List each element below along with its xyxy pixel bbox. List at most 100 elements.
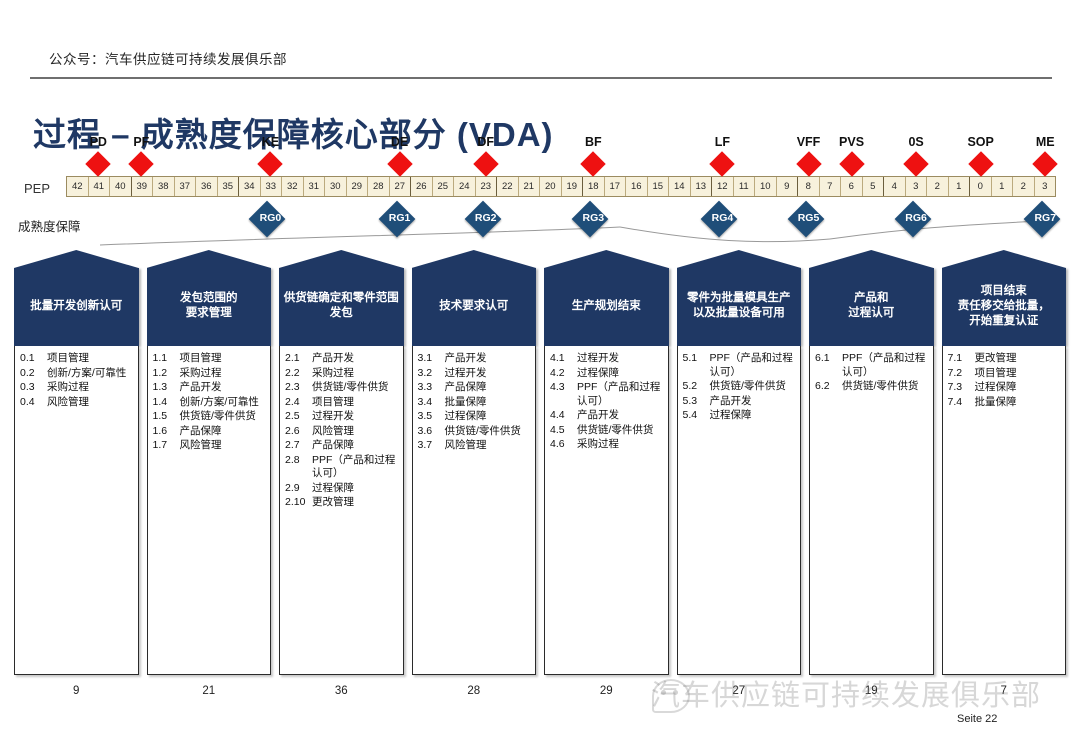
item-number: 4.4 — [550, 409, 565, 421]
list-item: 3.3 产品保障 — [418, 381, 532, 395]
pep-cell: 35 — [217, 177, 239, 196]
item-text: 产品开发 — [444, 352, 487, 364]
watermark-logo-icon — [652, 679, 690, 713]
pep-cell: 22 — [497, 177, 519, 196]
item-number: 4.5 — [550, 423, 565, 436]
milestone-label: 0S — [908, 135, 924, 149]
pep-cell: 6 — [841, 177, 863, 196]
maturity-assurance-label: 成熟度保障 — [18, 220, 81, 234]
item-text: 批量保障 — [974, 395, 1017, 408]
stage-item-count: 19 — [864, 685, 878, 697]
item-number: 6.2 — [815, 380, 830, 392]
stage-item-count: 29 — [599, 685, 613, 697]
pep-cell: 39 — [131, 177, 153, 196]
item-text: 采购过程 — [179, 366, 222, 379]
stage-column-title: 零件为批量模具生产 以及批量设备可用 — [676, 268, 801, 346]
item-number: 3.4 — [417, 395, 433, 408]
pep-cell: 33 — [260, 177, 282, 196]
column-arrow-icon — [544, 250, 669, 268]
stage-item-count: 9 — [73, 685, 80, 697]
pep-cell: 1 — [948, 177, 970, 196]
item-text: 风险管理 — [47, 395, 89, 408]
stage-item-count: 36 — [334, 685, 348, 697]
milestone-label: PD — [89, 135, 107, 149]
column-arrow-icon — [676, 250, 801, 268]
stage-item-count: 21 — [202, 685, 216, 697]
item-number: 4.3 — [550, 381, 565, 393]
milestone-label: BF — [584, 135, 602, 149]
pep-cell: 26 — [411, 177, 433, 196]
item-text: 过程保障 — [444, 410, 487, 422]
item-text: 项目管理 — [179, 352, 222, 364]
item-text: 产品保障 — [179, 424, 222, 437]
list-item: 6.1 PPF（产品和过程认可） — [815, 352, 929, 379]
item-text: 供货链/零件供货 — [444, 424, 521, 437]
item-number: 4.6 — [550, 438, 565, 450]
item-text: 过程开发 — [444, 366, 487, 379]
wechat-account-line: 公众号：汽车供应链可持续发展俱乐部 — [49, 52, 287, 67]
item-number: 5.4 — [682, 409, 698, 421]
item-text: 供货链/零件供货 — [842, 380, 919, 392]
item-text: PPF（产品和过程认可） — [709, 352, 793, 378]
milestone-diamond-icon — [838, 151, 865, 177]
column-arrow-icon — [14, 250, 139, 268]
item-text: 更改管理 — [974, 352, 1017, 364]
stage-column-title: 发包范围的 要求管理 — [146, 268, 271, 346]
item-number: 2.8 — [285, 453, 300, 466]
stage-column-items: 6.1 PPF（产品和过程认可） 6.2 供货链/零件供货 — [809, 346, 934, 675]
item-text: 采购过程 — [577, 438, 619, 450]
pep-cell: 9 — [776, 177, 798, 196]
item-text: 采购过程 — [312, 366, 354, 379]
pep-cell: 30 — [325, 177, 347, 196]
item-number: 4.1 — [550, 352, 565, 364]
milestone-label: KE — [261, 135, 280, 149]
list-item: 5.4 过程保障 — [683, 409, 797, 423]
item-text: PPF（产品和过程认可） — [842, 352, 926, 378]
stage-title-text: 供货链确定和零件范围发包 — [283, 292, 399, 319]
stage-column-title: 批量开发创新认可 — [14, 268, 139, 346]
stage-title-text: 批量开发创新认可 — [30, 299, 123, 312]
stage-item-count: 7 — [1000, 685, 1007, 697]
gate-connector-curve — [99, 220, 1041, 246]
pep-cell: 36 — [196, 177, 218, 196]
stage-column-title: 供货链确定和零件范围发包 — [279, 268, 404, 346]
stage-column-title: 项目结束 责任移交给批量， 开始重复认证 — [941, 268, 1066, 346]
arrow-triangle-icon — [544, 250, 669, 268]
pep-cell: 38 — [153, 177, 175, 196]
pep-cell: 23 — [475, 177, 497, 196]
item-number: 6.1 — [815, 352, 830, 364]
item-text: 过程保障 — [709, 409, 752, 421]
item-number: 2.3 — [285, 381, 300, 393]
item-number: 3.3 — [417, 381, 433, 393]
item-number: 1.4 — [152, 395, 168, 408]
column-arrow-icon — [941, 250, 1066, 268]
arrow-triangle-icon — [676, 250, 801, 268]
item-number: 5.2 — [682, 380, 698, 392]
item-number: 7.2 — [947, 366, 963, 379]
item-number: 2.9 — [285, 481, 300, 494]
pep-cell: 32 — [282, 177, 304, 196]
arrow-triangle-icon — [941, 250, 1066, 268]
item-text: 产品保障 — [444, 381, 487, 393]
column-arrow-icon — [411, 250, 536, 268]
list-item: 4.6 采购过程 — [550, 438, 664, 452]
